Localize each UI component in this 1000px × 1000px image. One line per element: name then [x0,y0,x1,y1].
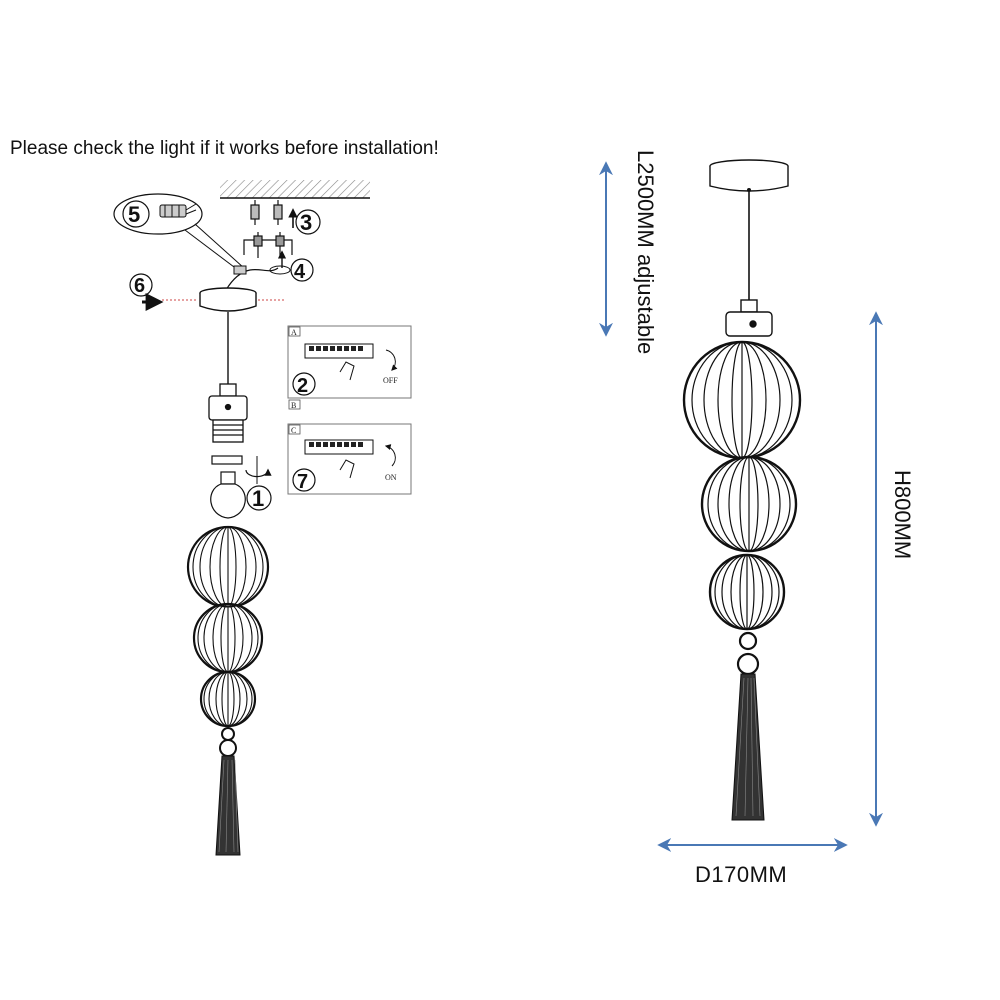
panel-off-frame [287,325,412,399]
step-7-number: 7 [297,471,308,493]
switch-panel-divider: B [288,399,301,410]
step-5-number: 5 [128,202,140,227]
lamp-holder [208,383,248,443]
panel-on-hand [339,459,355,479]
step-5-circle [122,200,150,228]
installation-notice: Please check the light if it works befor… [10,138,439,159]
step-2-circle [292,372,316,396]
shade-ribs-right [691,341,793,630]
panel-on-text: ON [385,473,397,482]
step-1-circle [246,485,272,511]
panel-off-switch-keys [309,346,363,351]
height-label: H800MM [890,470,915,560]
mounting-bracket [243,232,293,258]
panel-off-text: OFF [383,376,398,385]
step-4-circle [290,258,314,282]
step-6-number: 6 [134,275,145,297]
step-3-number: 3 [300,210,312,235]
connector-callout-pointer-b [194,223,245,269]
panel-a-label: A [291,328,297,337]
step-6-circle [129,273,153,297]
diameter-label: D170MM [695,862,788,887]
step-3-circle [295,209,321,235]
step-7-circle [292,468,316,492]
connector-callout-bubble [113,193,203,235]
dim-lamp-holder [725,299,773,337]
panel-off-hand [339,361,355,381]
installation-exploded-view: 3 4 5 [113,180,370,856]
tassel-left [215,727,241,856]
tassel-left-strands [218,759,239,853]
supply-wires [225,267,279,291]
panel-off-arrow [385,349,398,371]
tassel-right [731,631,765,821]
dim-canopy-hook [747,188,751,192]
panel-c-label: C [291,426,296,435]
canopy-body [199,293,257,312]
panel-on-switch-keys [309,442,363,447]
tassel-right-strands [735,677,761,817]
connector-callout-pointer-a [184,229,239,271]
cable-length-label: L2500MM adjustable [633,150,658,355]
dim-canopy-body [709,166,789,192]
panel-on-frame [287,423,412,495]
ceiling-hatch [220,180,370,198]
holder-ring [211,455,243,465]
step-4-number: 4 [294,261,306,283]
switch-panel-on: C 7 ON [287,423,412,495]
light-bulb [210,471,246,519]
wire-connector-icon [159,203,197,218]
panel-on-arrow [384,444,396,467]
panel-b-label: B [291,401,296,410]
step-2-number: 2 [297,375,308,397]
step-4-ring [269,265,291,275]
dimension-drawing [599,159,883,852]
terminal-block [233,265,247,275]
step-1-number: 1 [252,486,264,511]
shade-ribs-left [192,526,264,727]
ceiling-screws [250,200,283,225]
switch-panel-off: A 2 OFF [287,325,412,399]
